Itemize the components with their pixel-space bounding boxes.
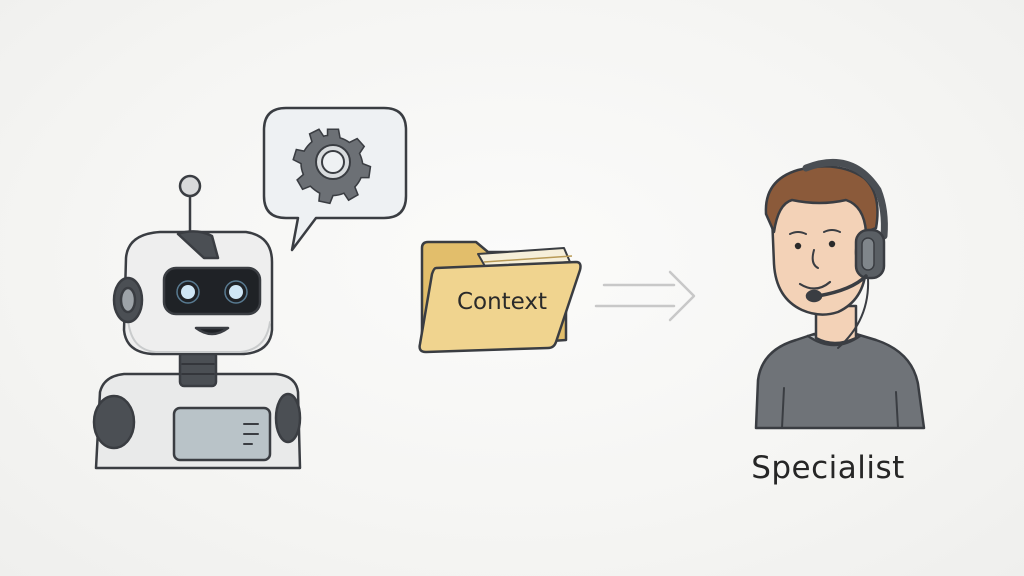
specialist-shirt (754, 332, 926, 430)
handoff-arrow (594, 270, 696, 322)
specialist-label: Specialist (751, 450, 905, 486)
robot-antenna-tip (178, 174, 202, 198)
speech-bubble (262, 106, 408, 252)
specialist-person (754, 158, 926, 430)
gear-icon (292, 128, 372, 205)
headset-band (802, 158, 888, 240)
robot-left-shoulder (92, 394, 136, 450)
robot-right-shoulder (274, 392, 302, 444)
robot-left-eye (181, 285, 195, 299)
robot-mouth (194, 326, 230, 336)
robot (92, 174, 302, 470)
robot-head-cap (176, 230, 220, 260)
robot-visor (162, 266, 262, 316)
folder-label: Context (457, 289, 547, 315)
context-folder: Context (418, 240, 582, 354)
robot-neck (178, 350, 218, 388)
robot-right-eye (229, 285, 243, 299)
headset-mic (816, 274, 868, 298)
robot-chest-screen (172, 406, 272, 462)
folder-front (418, 260, 582, 354)
specialist-hair (764, 165, 879, 234)
